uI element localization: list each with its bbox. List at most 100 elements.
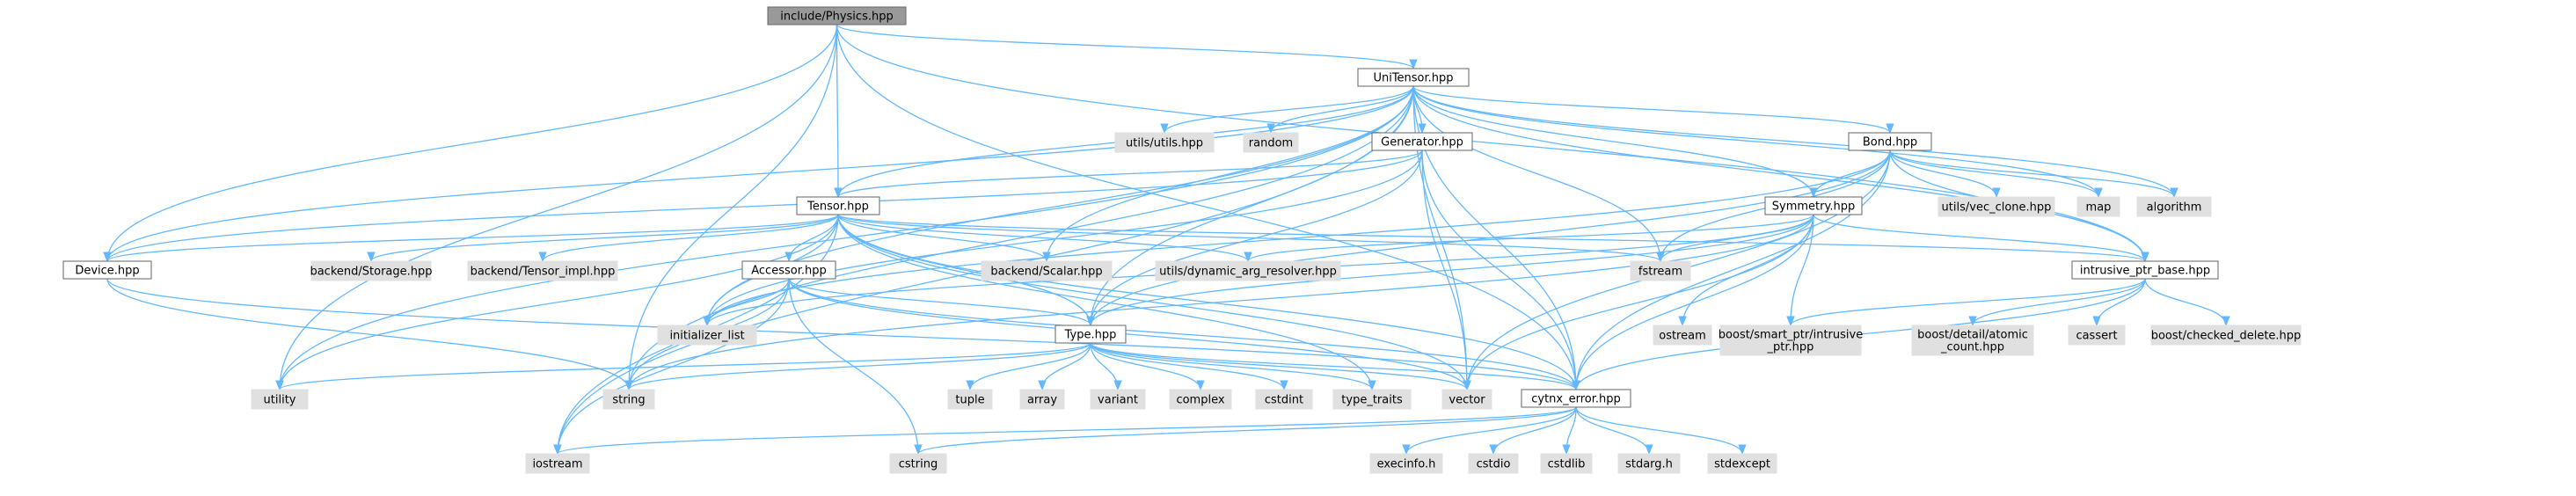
edge-bond-to-vec_clone xyxy=(1889,150,2001,199)
edge-symmetry-to-type_hpp xyxy=(1086,214,1814,327)
node-scalar: backend/Scalar.hpp xyxy=(981,260,1113,281)
node-box xyxy=(1357,68,1470,87)
node-box xyxy=(602,389,655,410)
node-boost-atomic: boost/detail/atomic_count.hpp xyxy=(1911,325,2034,356)
node-vector: vector xyxy=(1441,389,1492,410)
node-label: Accessor.hpp xyxy=(751,265,826,278)
edge-unitensor-to-vector xyxy=(1412,85,1471,391)
node-box xyxy=(1707,453,1777,474)
node-label: type_traits xyxy=(1341,394,1403,407)
node-label: cassert xyxy=(2076,330,2117,343)
node-dyn-resolver: utils/dynamic_arg_resolver.hpp xyxy=(1155,260,1341,281)
node-cytnx-error[interactable]: cytnx_error.hpp xyxy=(1521,389,1631,408)
edge-tensor-to-vector xyxy=(837,214,1471,391)
node-box xyxy=(1521,389,1631,408)
node-box xyxy=(251,389,309,410)
node-label: initializer_list xyxy=(669,330,744,343)
node-tensor[interactable]: Tensor.hpp xyxy=(796,196,880,215)
node-cstdlib: cstdlib xyxy=(1540,453,1593,474)
node-label: backend/Storage.hpp xyxy=(310,266,432,279)
node-box xyxy=(1441,389,1492,410)
edge-type_hpp-to-vector xyxy=(1090,342,1471,391)
edge-symmetry-to-cytnx_error xyxy=(1572,214,1814,391)
node-unitensor[interactable]: UniTensor.hpp xyxy=(1357,68,1470,87)
node-label: vector xyxy=(1449,394,1485,407)
edge-symmetry-to-dyn_resolver xyxy=(1244,214,1814,263)
edge-unitensor-to-type_hpp xyxy=(1086,85,1414,327)
node-label: cstdlib xyxy=(1548,458,1586,471)
node-box xyxy=(1911,325,2034,356)
node-label: boost/smart_ptr/intrusive xyxy=(1719,329,1863,342)
node-label: cstdio xyxy=(1477,458,1511,471)
edge-unitensor-to-symmetry xyxy=(1412,85,1818,199)
node-box xyxy=(741,260,836,280)
node-bond[interactable]: Bond.hpp xyxy=(1848,132,1932,151)
edge-type_hpp-to-utility xyxy=(275,342,1091,391)
edge-cytnx_error-to-cstring xyxy=(914,406,1577,456)
node-label: boost/checked_delete.hpp xyxy=(2151,330,2302,343)
node-accessor[interactable]: Accessor.hpp xyxy=(741,260,836,280)
node-label: Type.hpp xyxy=(1064,329,1117,342)
node-label: array xyxy=(1027,394,1057,407)
node-array: array xyxy=(1019,389,1065,410)
node-intrusive-base[interactable]: intrusive_ptr_base.hpp xyxy=(2071,260,2219,280)
node-box xyxy=(62,260,152,280)
edge-unitensor-to-algorithm xyxy=(1412,85,2178,199)
node-type-hpp[interactable]: Type.hpp xyxy=(1054,325,1127,344)
node-fstream: fstream xyxy=(1630,260,1691,281)
node-box xyxy=(1653,325,1712,346)
node-box xyxy=(1369,453,1443,474)
node-label: backend/Tensor_impl.hpp xyxy=(471,266,616,279)
node-box xyxy=(889,453,947,474)
node-cstdint: cstdint xyxy=(1255,389,1313,410)
edge-type_hpp-to-cytnx_error xyxy=(1090,342,1580,391)
edge-generator-to-vector xyxy=(1421,150,1471,391)
edge-intrusive_base-to-boost_checked xyxy=(2144,278,2230,327)
node-label: Tensor.hpp xyxy=(806,201,869,214)
node-box xyxy=(2076,196,2120,217)
node-label: include/Physics.hpp xyxy=(780,11,893,24)
node-cstring: cstring xyxy=(889,453,947,474)
node-label: boost/detail/atomic xyxy=(1917,329,2028,342)
edge-tensor-to-tensor_impl xyxy=(538,214,839,263)
node-box xyxy=(1719,325,1862,356)
edge-tensor-to-scalar xyxy=(837,214,1051,263)
node-label: execinfo.h xyxy=(1377,458,1436,471)
edge-unitensor-to-fstream xyxy=(1412,85,1665,263)
edge-tensor-to-fstream xyxy=(837,214,1665,263)
node-map: map xyxy=(2076,196,2120,217)
node-label: _ptr.hpp xyxy=(1767,341,1814,354)
node-label: algorithm xyxy=(2147,201,2202,215)
node-iostream: iostream xyxy=(525,453,590,474)
edge-type_hpp-to-string xyxy=(624,342,1091,391)
node-physics[interactable]: include/Physics.hpp xyxy=(767,6,907,26)
node-generator[interactable]: Generator.hpp xyxy=(1371,132,1473,151)
node-symmetry[interactable]: Symmetry.hpp xyxy=(1764,196,1863,215)
edge-physics-to-intrusive_base xyxy=(836,24,2149,263)
edge-type_hpp-to-type_traits xyxy=(1090,342,1376,391)
node-complex: complex xyxy=(1169,389,1232,410)
node-boost-intrusive: boost/smart_ptr/intrusive_ptr.hpp xyxy=(1719,325,1863,356)
node-tuple: tuple xyxy=(947,389,993,410)
node-string: string xyxy=(602,389,655,410)
node-label: ostream xyxy=(1659,330,1706,343)
node-box xyxy=(2150,325,2302,346)
node-label: tuple xyxy=(955,394,984,407)
node-box xyxy=(310,260,432,281)
edge-physics-to-device xyxy=(103,24,838,263)
node-cassert: cassert xyxy=(2068,325,2126,346)
node-device[interactable]: Device.hpp xyxy=(62,260,152,280)
edge-unitensor-to-utility xyxy=(275,85,1414,391)
edge-accessor-to-cytnx_error xyxy=(788,278,1580,391)
node-box xyxy=(767,6,907,26)
edge-generator-to-init_list xyxy=(703,150,1423,327)
node-type-traits: type_traits xyxy=(1332,389,1412,410)
node-label: random xyxy=(1249,137,1293,150)
node-vec-clone: utils/vec_clone.hpp xyxy=(1937,196,2055,217)
edge-generator-to-cytnx_error xyxy=(1421,150,1580,391)
node-label: cstring xyxy=(899,458,938,471)
edge-cytnx_error-to-cstdio xyxy=(1489,406,1577,456)
edge-type_hpp-to-complex xyxy=(1090,342,1205,391)
edge-accessor-to-type_hpp xyxy=(788,278,1095,327)
